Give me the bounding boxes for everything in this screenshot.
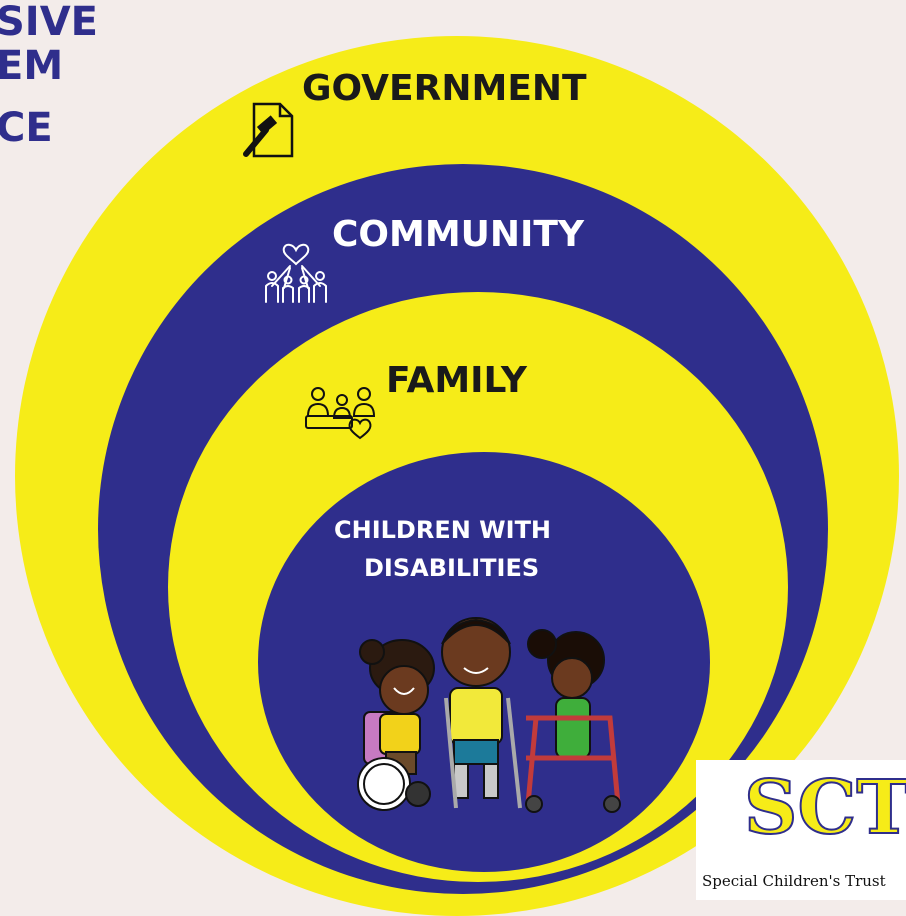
children-label-line-1: CHILDREN WITH — [334, 516, 552, 544]
family-label: FAMILY — [386, 360, 527, 401]
community-label: COMMUNITY — [332, 214, 585, 255]
sct-logo: SCT Special Children's Trust — [696, 760, 906, 900]
sct-logo-caption: Special Children's Trust — [702, 872, 886, 890]
corner-title-line-2: EM — [0, 43, 64, 89]
hands-heart-icon — [265, 243, 327, 303]
children-label-line-2: DISABILITIES — [364, 554, 540, 582]
family-heart-icon — [305, 387, 376, 440]
sct-logo-mark: SCT — [743, 765, 906, 851]
gavel-document-icon — [243, 102, 294, 158]
corner-title-line-3: CE — [0, 105, 53, 151]
children-illustration — [357, 617, 621, 813]
government-label: GOVERNMENT — [302, 68, 587, 109]
corner-title-line-1: SIVE — [0, 0, 98, 45]
